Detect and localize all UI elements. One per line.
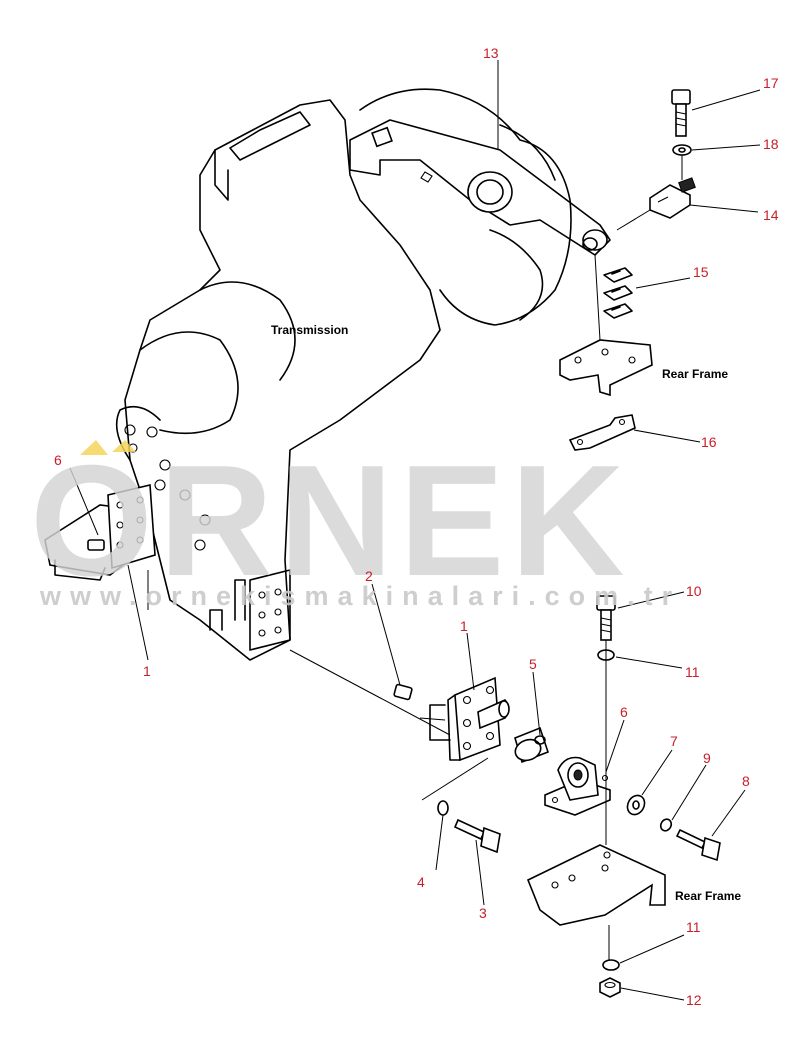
washer-11-bottom xyxy=(602,959,620,971)
callout-5: 5 xyxy=(529,656,537,672)
bushing-5 xyxy=(514,726,550,764)
washer-9 xyxy=(659,818,673,832)
bolt-8 xyxy=(675,828,721,862)
transmission-label: Transmission xyxy=(271,323,348,337)
rear-frame-label-bottom: Rear Frame xyxy=(675,889,741,903)
callout-15: 15 xyxy=(693,264,709,280)
callout-18: 18 xyxy=(763,136,779,152)
rear-frame-bracket-top xyxy=(559,339,653,397)
watermark: ORNEK www.ornekismakinalari.com.tr xyxy=(30,433,681,611)
callout-11-bottom: 11 xyxy=(686,919,701,935)
callout-7: 7 xyxy=(670,733,678,749)
callout-10: 10 xyxy=(686,583,702,599)
link-arm xyxy=(349,119,611,256)
bolt-10 xyxy=(596,595,616,641)
assembly-axes xyxy=(147,155,683,960)
callout-2: 2 xyxy=(365,568,373,584)
bushing-14 xyxy=(649,177,696,219)
callout-1-right: 1 xyxy=(460,618,468,634)
rear-frame-plate-bottom xyxy=(526,844,666,926)
shim-16 xyxy=(568,414,636,451)
callout-16: 16 xyxy=(701,434,717,450)
spacer-plates-15 xyxy=(603,267,633,319)
washer-18 xyxy=(672,144,692,156)
bolt-circle xyxy=(124,424,211,551)
callout-3: 3 xyxy=(479,905,487,921)
watermark-brand: ORNEK xyxy=(30,433,631,609)
callout-11-top: 11 xyxy=(685,664,700,680)
callout-6-right: 6 xyxy=(620,704,628,720)
nut-12 xyxy=(599,977,621,998)
callout-8: 8 xyxy=(742,773,750,789)
callout-4: 4 xyxy=(417,874,425,890)
callout-17: 17 xyxy=(763,75,779,91)
cushion-6 xyxy=(544,756,611,816)
washer-7 xyxy=(626,794,646,816)
transmission-housing xyxy=(115,88,572,661)
mount-bracket-1 xyxy=(419,676,510,762)
callout-1-left: 1 xyxy=(143,663,151,679)
callout-6-left: 6 xyxy=(54,452,62,468)
bolt-3 xyxy=(453,818,501,854)
callout-12: 12 xyxy=(686,992,702,1008)
pin-2 xyxy=(393,683,413,701)
rear-frame-label-top: Rear Frame xyxy=(662,367,728,381)
callout-13: 13 xyxy=(483,45,499,61)
callout-14: 14 xyxy=(763,207,779,223)
watermark-url: www.ornekismakinalari.com.tr xyxy=(39,581,681,611)
washer-4 xyxy=(437,800,449,816)
bolt-17 xyxy=(671,89,691,137)
left-mount-assembly xyxy=(44,484,156,581)
callout-9: 9 xyxy=(703,750,711,766)
watermark-accent-icon xyxy=(80,440,136,455)
callout-leaders xyxy=(69,60,761,1001)
